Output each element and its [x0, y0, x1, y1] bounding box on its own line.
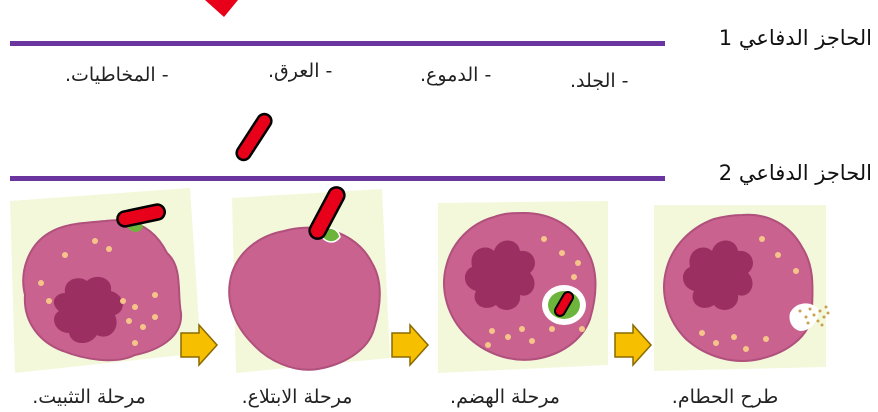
phagocyte-ingestion-stage [222, 183, 392, 383]
barrier-item-skin: - الجلد. [570, 72, 629, 91]
caption-attachment: مرحلة التثبيت. [4, 388, 174, 407]
floating-bacterium [235, 113, 275, 173]
arrow-1 [179, 323, 219, 367]
arrow-3 [613, 323, 653, 367]
barrier-item-sweat: - العرق. [268, 62, 332, 81]
barrier-item-tears: - الدموع. [420, 66, 491, 85]
phagocyte-debris-stage [650, 183, 830, 383]
arrow-2 [390, 323, 430, 367]
caption-ingestion: مرحلة الابتلاع. [212, 388, 382, 407]
barrier2-divider [10, 176, 665, 181]
phagocyte-attachment-stage [5, 183, 205, 383]
barrier2-heading: الحاجز الدفاعي 2 [719, 163, 872, 184]
caption-digestion: مرحلة الهضم. [420, 388, 590, 407]
barrier1-heading: الحاجز الدفاعي 1 [719, 28, 872, 49]
phagocyte-digestion-stage [432, 183, 612, 383]
barrier1-divider [10, 41, 665, 46]
caption-debris: طرح الحطام. [640, 388, 810, 407]
barrier-item-mucus: - المخاطيات. [65, 66, 169, 85]
